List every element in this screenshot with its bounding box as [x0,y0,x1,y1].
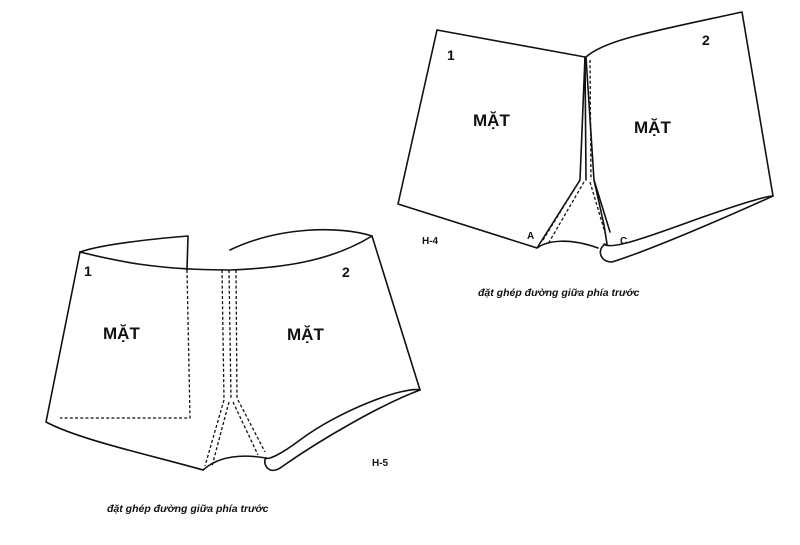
h4-panel-right-face: MẶT [634,118,671,137]
h5-panel-left-number: 1 [84,263,92,279]
h4-seam-c-2 [593,179,611,233]
h5-figure-label: H-5 [372,458,389,469]
h5-panel-right-outline [264,235,421,472]
h5-center-seam-2 [228,269,232,401]
h5-seam-left [204,399,225,467]
h5-center-seam-3 [235,269,238,401]
h4-panel-left-face: MẶT [473,111,510,130]
h4-panel-left-outline [397,29,586,249]
h4-point-a: A [527,231,534,242]
h5-panel-left-fold-stitch [60,269,191,419]
h5-panel-left-face: MẶT [103,324,140,343]
h4-seam-a [542,179,581,241]
h4-panel-right-outline [585,11,774,263]
h4-caption: đặt ghép đường giữa phía trước [478,287,640,299]
h4-center-seam-stitch [589,59,592,181]
h5-seam-right [232,401,259,456]
h5-waist-edge [79,228,373,271]
h5-panel-left-outline [45,251,204,471]
h4-seam-c [589,181,607,237]
h4-seam-a-2 [547,181,585,245]
h5-center-seam [221,269,225,401]
h4-hem-fold [603,195,774,247]
h5-panel-right-number: 2 [342,264,350,280]
h4-panel-right-number: 2 [702,32,710,48]
h4-crotch-curve [536,240,599,249]
h5-seam-left-2 [211,401,230,467]
h5-crotch-curve [202,455,267,471]
h4-panel-left-number: 1 [447,47,455,63]
figure-h5: 1 MẶT 2 MẶT H-5 đặt ghép đường giữa phía… [45,228,421,515]
h4-figure-label: H-4 [422,236,439,247]
h5-panel-right-face: MẶT [287,325,324,344]
h4-center-seam [584,56,587,181]
h5-waist-flap [79,235,189,271]
h5-caption: đặt ghép đường giữa phía trước [107,503,269,515]
figure-h4: 1 MẶT 2 MẶT A C H-4 đặt ghép đường giữa … [397,11,774,299]
h5-seam-right-2 [237,399,266,453]
h4-point-c: C [620,236,627,247]
h5-hem-fold [265,388,421,460]
